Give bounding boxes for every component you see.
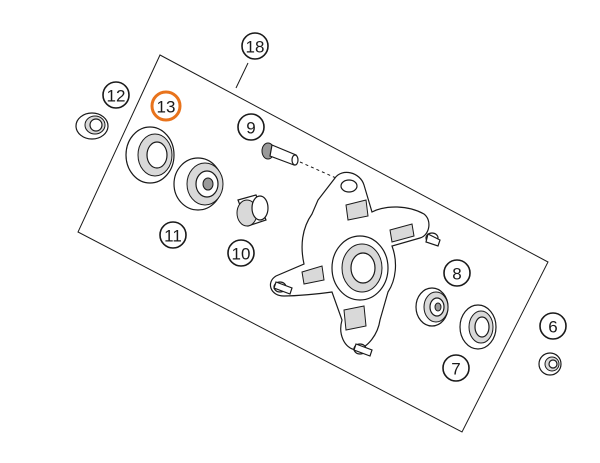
callout-18-label: 18 (246, 38, 265, 57)
callout-12: 12 (102, 81, 130, 109)
callout-9: 9 (237, 113, 265, 141)
callout-11-label: 11 (164, 227, 182, 246)
callout-6-label: 6 (548, 318, 557, 337)
part-7-seal (459, 304, 497, 350)
part-11-bearing (173, 157, 224, 211)
callout-7: 7 (442, 354, 470, 382)
callout-18: 18 (241, 32, 269, 60)
callout-13: 13 (150, 90, 182, 122)
part-6-seal (538, 352, 562, 376)
callout-9-label: 9 (246, 119, 255, 138)
part-13-seal (125, 126, 175, 184)
callout-8: 8 (443, 259, 471, 287)
part-12-seal (75, 112, 109, 140)
callout-8-label: 8 (452, 265, 461, 284)
part-9-bolt (261, 142, 337, 179)
callout-12-label: 12 (107, 87, 126, 106)
leader-18 (235, 62, 249, 89)
callout-10-label: 10 (232, 245, 251, 264)
callout-11: 11 (159, 221, 187, 249)
callout-7-label: 7 (451, 360, 460, 379)
part-18-hub (269, 171, 441, 357)
callout-13-label: 13 (157, 98, 176, 117)
callout-10: 10 (227, 239, 255, 267)
part-10-spacer (236, 194, 269, 227)
assembly-frame (77, 54, 549, 433)
part-8-bearing (415, 287, 449, 327)
callout-6: 6 (539, 312, 567, 340)
